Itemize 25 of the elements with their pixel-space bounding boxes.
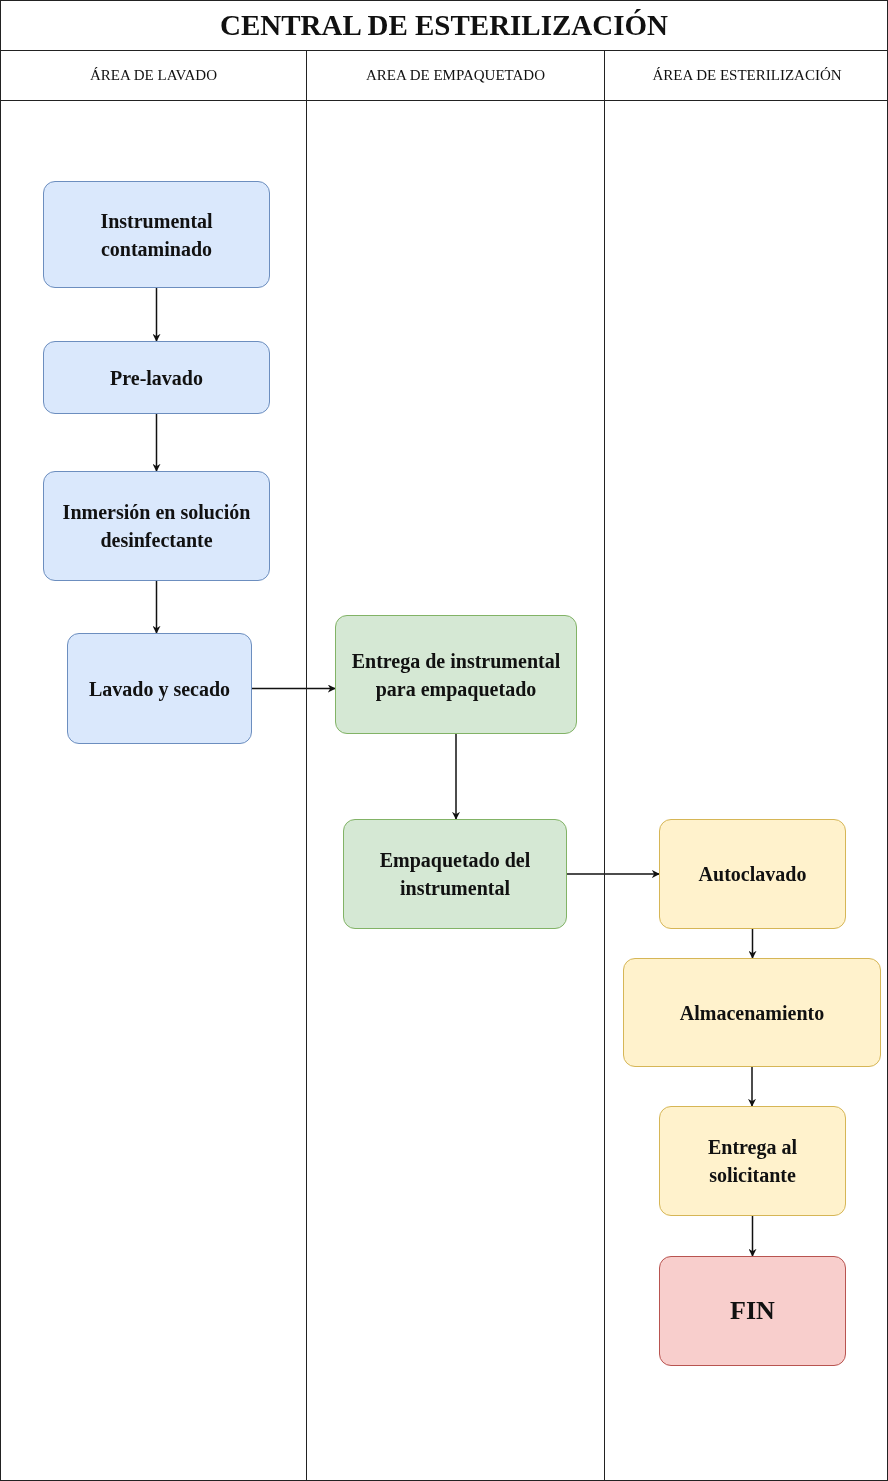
lane-header: ÁREA DE LAVADO: [1, 51, 306, 101]
process-box: Entrega de instrumental para empaquetado: [335, 615, 577, 734]
swimlane-lane: [307, 51, 605, 1481]
arrow: [748, 1215, 757, 1257]
process-box: Lavado y secado: [67, 633, 252, 744]
arrow: [748, 928, 757, 959]
process-box: Instrumental contaminado: [43, 181, 270, 288]
process-box: Empaquetado del instrumental: [343, 819, 567, 929]
arrow: [566, 870, 660, 878]
swimlane-lane: [1, 51, 307, 1481]
lane-header: ÁREA DE ESTERILIZACIÓN: [605, 51, 888, 101]
arrow: [152, 413, 161, 472]
arrow: [152, 580, 161, 634]
arrow: [748, 1066, 756, 1107]
arrow: [152, 287, 161, 342]
arrow: [251, 684, 336, 693]
process-box: FIN: [659, 1256, 846, 1366]
arrow: [452, 733, 460, 820]
lane-header: AREA DE EMPAQUETADO: [307, 51, 604, 101]
process-box: Pre-lavado: [43, 341, 270, 414]
pool-title: CENTRAL DE ESTERILIZACIÓN: [1, 1, 887, 51]
process-box: Autoclavado: [659, 819, 846, 929]
process-box: Entrega al solicitante: [659, 1106, 846, 1216]
process-box: Almacenamiento: [623, 958, 881, 1067]
process-box: Inmersión en solución desinfectante: [43, 471, 270, 581]
